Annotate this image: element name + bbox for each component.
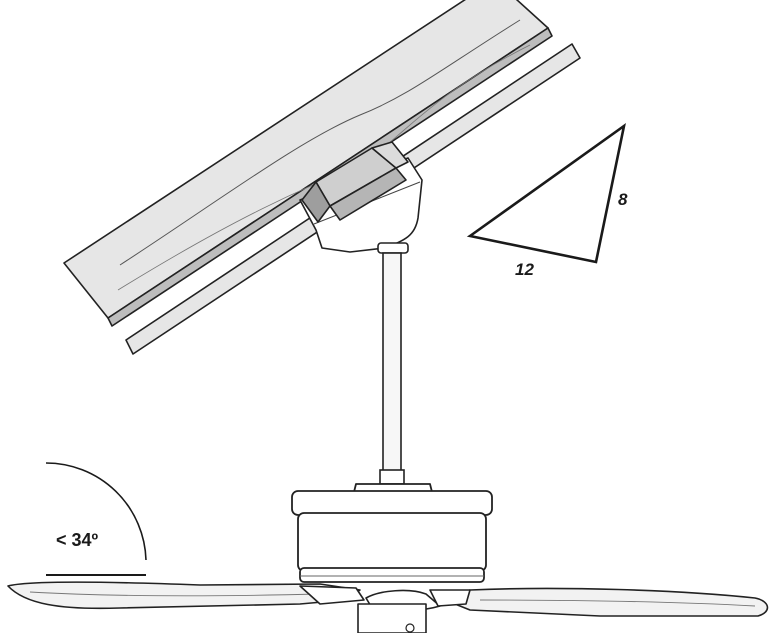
sloped-mount <box>299 141 423 253</box>
fan-motor <box>291 483 493 583</box>
mount-block-side <box>329 167 407 221</box>
fan-top-cap <box>291 490 493 516</box>
downrod-lower-collar <box>379 469 405 485</box>
slope-triangle-shape <box>466 123 626 264</box>
switch-housing <box>357 603 427 633</box>
rise-label: 8 <box>618 190 628 209</box>
pull-chain-ring <box>405 623 415 633</box>
blade-bracket-left <box>299 585 365 605</box>
downrod-tube <box>382 252 402 474</box>
ceiling-beam-face <box>63 0 549 319</box>
fan-blades <box>7 581 769 633</box>
fan-motor-housing <box>297 512 487 572</box>
slope-triangle: 8 12 <box>466 123 628 279</box>
sloped-ceiling <box>63 0 581 355</box>
fan-blade-right <box>439 587 769 617</box>
fan-motor-base <box>299 567 485 583</box>
angle-label: < 34º <box>56 530 99 550</box>
mount-ball <box>371 141 409 169</box>
fan-blade-left <box>7 581 361 610</box>
downrod-upper-collar <box>377 242 409 254</box>
angle-indicator: < 34º <box>45 462 147 576</box>
downrod <box>377 242 409 485</box>
ceiling-beam-shadow-curve <box>119 19 521 266</box>
run-label: 12 <box>515 260 534 279</box>
blade-bracket-right <box>429 589 471 607</box>
angle-arc <box>45 462 147 561</box>
